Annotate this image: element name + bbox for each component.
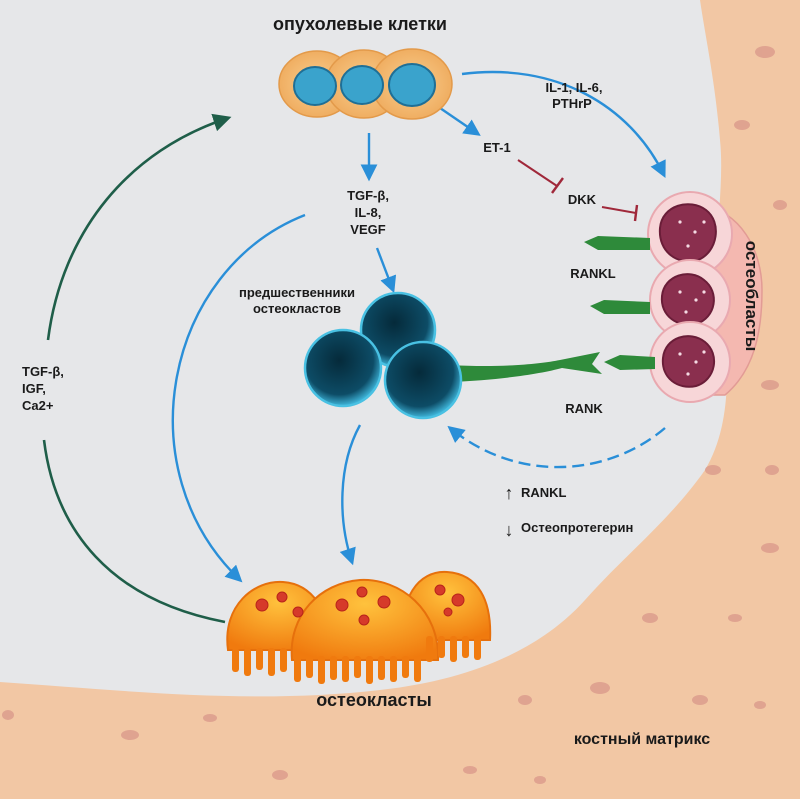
label-tgf-line2: IL-8,: [355, 205, 382, 220]
osteoclast-nucleus: [358, 614, 370, 626]
label-osteoblasts: остеобласты: [742, 241, 761, 351]
osteoclast-cells: [226, 570, 492, 684]
inhibition-bar-osteoblast: [633, 204, 639, 222]
label-tgf-line1: TGF-β,: [347, 188, 389, 203]
osteoblast-nucleus: [660, 273, 715, 326]
label-et1: ET-1: [483, 140, 510, 155]
rankl-ligands: [584, 236, 655, 370]
nucleus-granule: [678, 290, 682, 294]
label-tumor-cells: опухолевые клетки: [273, 14, 447, 34]
precursor-cell: [383, 340, 463, 420]
arrow-factors-to-precursors: [375, 247, 397, 294]
precursor-cell: [303, 328, 383, 408]
inhibition-dkk-osteoblast: [601, 206, 637, 214]
osteoclast-nucleus: [292, 606, 304, 618]
dashed-arrow-osteoblasts-to-precursors: [447, 425, 666, 469]
bone-lacuna: [761, 380, 779, 390]
bone-lacuna: [734, 120, 750, 130]
label-tgf-line3: VEGF: [350, 222, 385, 237]
nucleus-granule: [693, 230, 697, 234]
rank-receptor: [450, 352, 602, 382]
bone-lacuna: [590, 682, 610, 694]
bone-lacuna: [2, 710, 14, 720]
nucleus-granule: [694, 298, 698, 302]
tumor-nucleus: [293, 66, 337, 106]
label-rankl-top: RANKL: [570, 266, 616, 281]
arrow-tumor-to-et1: [439, 107, 481, 136]
label-bone-matrix: костный матрикс: [574, 731, 710, 748]
osteoblast-nucleus: [658, 203, 717, 263]
label-left-line1: TGF-β,: [22, 364, 64, 379]
ruffled-border: [232, 636, 481, 684]
osteoclast-nucleus: [443, 607, 453, 617]
inhibition-et1-dkk: [517, 159, 558, 187]
tumor-nucleus: [340, 65, 384, 105]
bone-lacuna: [692, 695, 708, 705]
tumor-nucleus: [388, 63, 436, 107]
arrow-bone-factors-segment: [42, 439, 226, 624]
label-left-line3: Ca2+: [22, 398, 54, 413]
label-dkk: DKK: [568, 192, 597, 207]
tumor-cells: [278, 48, 453, 120]
bone-lacuna: [705, 465, 721, 475]
nucleus-granule: [686, 372, 690, 376]
osteoclast-nucleus: [255, 598, 269, 612]
osteoclast-nucleus: [451, 593, 465, 607]
bone-lacuna: [518, 695, 532, 705]
osteoclast-nucleus: [434, 584, 446, 596]
nucleus-granule: [686, 244, 690, 248]
nucleus-granule: [678, 352, 682, 356]
label-il-line2: PTHrP: [552, 96, 592, 111]
nucleus-granule: [702, 220, 706, 224]
rankl-ligand: [590, 300, 650, 314]
arrow-factors-to-osteoclasts: [171, 213, 306, 583]
osteoclast-nucleus: [377, 595, 391, 609]
label-precursors-line1: предшественники: [239, 285, 355, 300]
label-rank: RANK: [565, 401, 603, 416]
bone-lacuna: [761, 543, 779, 553]
nucleus-granule: [702, 290, 706, 294]
arrow-precursors-to-osteoclasts: [339, 424, 362, 566]
label-osteoclasts: остеокласты: [316, 690, 431, 710]
osteoblast-layer: [647, 191, 763, 403]
osteoclast-nucleus: [276, 591, 288, 603]
label-il-line1: IL-1, IL-6,: [545, 80, 602, 95]
nucleus-granule: [678, 220, 682, 224]
bone-lacuna: [754, 701, 766, 709]
osteoclast-nucleus: [335, 598, 349, 612]
bone-lacuna: [272, 770, 288, 780]
icon-up-arrow: ↑: [505, 483, 514, 503]
nucleus-granule: [702, 350, 706, 354]
bone-lacuna: [463, 766, 477, 774]
rankl-ligand: [604, 355, 655, 370]
bone-lacuna: [534, 776, 546, 784]
bone-lacunae: [2, 46, 787, 784]
arrow-tumor-to-osteoblasts: [461, 70, 666, 179]
osteoclast-precursors: [303, 291, 463, 420]
nucleus-granule: [684, 310, 688, 314]
label-precursors-line2: остеокластов: [253, 301, 341, 316]
arrow-bone-factors-to-tumor: [46, 113, 232, 341]
bone-lacuna: [642, 613, 658, 623]
bone-lacuna: [728, 614, 742, 622]
bone-lacuna: [755, 46, 775, 58]
osteoclast-nuclei: [255, 584, 465, 626]
label-rankl-up: RANKL: [521, 485, 567, 500]
label-opg-down: Остеопротегерин: [521, 520, 633, 535]
osteoblast-nucleus: [661, 335, 716, 388]
osteoclast-nucleus: [356, 586, 368, 598]
bone-lacuna: [765, 465, 779, 475]
nucleus-granule: [694, 360, 698, 364]
bone-lacuna: [121, 730, 139, 740]
inhibition-bar-dkk: [551, 177, 564, 194]
icon-down-arrow: ↓: [505, 520, 514, 540]
bone-lacuna: [773, 200, 787, 210]
bone-lacuna: [203, 714, 217, 722]
rankl-ligand: [584, 236, 650, 250]
label-left-line2: IGF,: [22, 381, 46, 396]
